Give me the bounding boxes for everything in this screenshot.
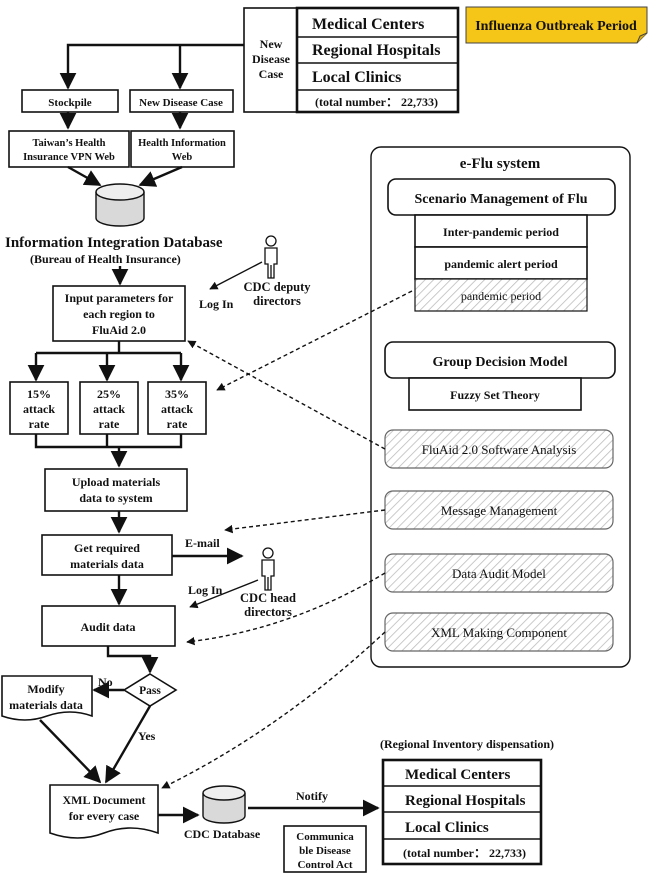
stockpile-label: Stockpile bbox=[48, 97, 92, 109]
bottom-source-medical-centers: Medical Centers bbox=[405, 767, 511, 783]
act-line-1: Communica bbox=[296, 831, 354, 843]
integration-database-icon bbox=[95, 183, 145, 227]
new-disease-case-label: New Disease Case bbox=[139, 97, 223, 109]
get-required-box bbox=[41, 534, 173, 576]
login-2: Log In bbox=[188, 583, 223, 597]
top-sources-box bbox=[295, 6, 460, 114]
top-source-local-clinics: Local Clinics bbox=[312, 69, 401, 86]
new-case-label-box bbox=[243, 7, 298, 113]
attack-35-line-2: attack bbox=[161, 402, 193, 416]
input-params-line-3: FluAid 2.0 bbox=[92, 323, 146, 337]
period-2: pandemic alert period bbox=[444, 257, 558, 271]
eflu-system-panel: e-Flu system Scenario Management of Flu … bbox=[370, 146, 631, 668]
period-1: Inter-pandemic period bbox=[443, 225, 559, 239]
top-source-group: New Disease Case Medical Centers Regiona… bbox=[243, 6, 460, 114]
cdc-deputy-person-icon bbox=[264, 235, 278, 279]
cdc-database-icon bbox=[202, 785, 246, 824]
deputy-line-2: directors bbox=[253, 294, 301, 308]
disease-control-act-box bbox=[283, 825, 367, 873]
module-4: XML Making Component bbox=[431, 625, 567, 640]
new-disease-case-box bbox=[129, 89, 234, 113]
regional-title: (Regional Inventory dispensation) bbox=[380, 737, 554, 751]
health-information-web-box bbox=[130, 130, 235, 168]
cdc-head-person-icon bbox=[261, 547, 275, 591]
module-3: Data Audit Model bbox=[452, 566, 546, 581]
attack-25-line-2: attack bbox=[93, 402, 125, 416]
decision-yes: Yes bbox=[138, 729, 156, 743]
cdc-db-label: CDC Database bbox=[184, 827, 261, 841]
taiwan-web-line-2: Insurance VPN Web bbox=[23, 152, 115, 163]
fuzzy-label: Fuzzy Set Theory bbox=[450, 388, 540, 402]
health-web-line-2: Web bbox=[172, 152, 193, 163]
bottom-source-local-clinics: Local Clinics bbox=[405, 820, 489, 836]
audit-label: Audit data bbox=[80, 620, 135, 634]
act-line-2: ble Disease bbox=[299, 845, 351, 857]
upload-line-2: data to system bbox=[79, 491, 152, 505]
attack-15-line-3: rate bbox=[29, 417, 50, 431]
input-params-line-1: Input parameters for bbox=[65, 291, 174, 305]
integration-db-subtitle: (Bureau of Health Insurance) bbox=[30, 252, 181, 266]
act-line-3: Control Act bbox=[297, 859, 352, 871]
period-alert bbox=[414, 246, 588, 280]
period-3: pandemic period bbox=[461, 289, 541, 303]
stockpile-box bbox=[21, 89, 119, 113]
taiwan-web-line-1: Taiwan’s Health bbox=[32, 138, 105, 149]
new-case-label-line-3: Case bbox=[259, 67, 284, 81]
eflu-title: e-Flu system bbox=[460, 156, 541, 172]
get-required-line-1: Get required bbox=[74, 541, 140, 555]
period-note-text: Influenza Outbreak Period bbox=[475, 19, 637, 34]
modify-line-2: materials data bbox=[9, 698, 83, 712]
attack-15-line-1: 15% bbox=[27, 387, 51, 401]
upload-line-1: Upload materials bbox=[72, 475, 161, 489]
module-1: FluAid 2.0 Software Analysis bbox=[422, 442, 577, 457]
period-pandemic bbox=[414, 278, 588, 312]
attack-25-line-3: rate bbox=[99, 417, 120, 431]
decision-no: No bbox=[98, 675, 113, 689]
attack-35-line-3: rate bbox=[167, 417, 188, 431]
get-required-line-2: materials data bbox=[70, 557, 144, 571]
group-label: Group Decision Model bbox=[432, 355, 567, 370]
email-label: E-mail bbox=[185, 536, 220, 550]
period-note: Influenza Outbreak Period bbox=[465, 6, 648, 44]
bottom-source-group: Medical Centers Regional Hospitals Local… bbox=[381, 758, 543, 866]
attack-15-line-2: attack bbox=[23, 402, 55, 416]
top-source-regional-hospitals: Regional Hospitals bbox=[312, 42, 440, 59]
new-case-label-line-1: New bbox=[260, 37, 283, 51]
deputy-line-1: CDC deputy bbox=[243, 280, 311, 294]
bottom-source-regional-hospitals: Regional Hospitals bbox=[405, 793, 526, 809]
modify-materials-doc bbox=[1, 675, 93, 721]
modify-line-1: Modify bbox=[27, 682, 64, 696]
input-parameters-box bbox=[52, 285, 186, 342]
period-inter-pandemic bbox=[414, 214, 588, 248]
new-case-label-line-2: Disease bbox=[252, 52, 291, 66]
login-1: Log In bbox=[199, 297, 234, 311]
bottom-source-total: (total number： 22,733) bbox=[403, 846, 526, 860]
attack-rate-15: 15% attack rate bbox=[9, 381, 69, 435]
audit-data-box bbox=[41, 605, 176, 647]
scenario-label: Scenario Management of Flu bbox=[414, 192, 587, 207]
fuzzy-set-box bbox=[408, 377, 582, 411]
attack-rate-35: 35% attack rate bbox=[147, 381, 207, 435]
attack-rate-25: 25% attack rate bbox=[79, 381, 139, 435]
notify-label: Notify bbox=[296, 789, 328, 803]
upload-materials-box bbox=[44, 468, 188, 512]
decision-pass: Pass bbox=[139, 685, 161, 697]
head-line-2: directors bbox=[244, 605, 292, 619]
xml-doc-line-2: for every case bbox=[69, 809, 140, 823]
xml-doc-line-1: XML Document bbox=[63, 793, 146, 807]
head-line-1: CDC head bbox=[240, 591, 296, 605]
integration-db-title: Information Integration Database bbox=[5, 235, 223, 251]
attack-35-line-1: 35% bbox=[165, 387, 189, 401]
module-2: Message Management bbox=[441, 503, 558, 518]
top-source-total: (total number： 22,733) bbox=[315, 95, 438, 109]
top-source-medical-centers: Medical Centers bbox=[312, 16, 424, 33]
input-params-line-2: each region to bbox=[83, 307, 155, 321]
attack-25-line-1: 25% bbox=[97, 387, 121, 401]
health-web-line-1: Health Information bbox=[138, 138, 226, 149]
xml-document-doc bbox=[49, 784, 159, 839]
